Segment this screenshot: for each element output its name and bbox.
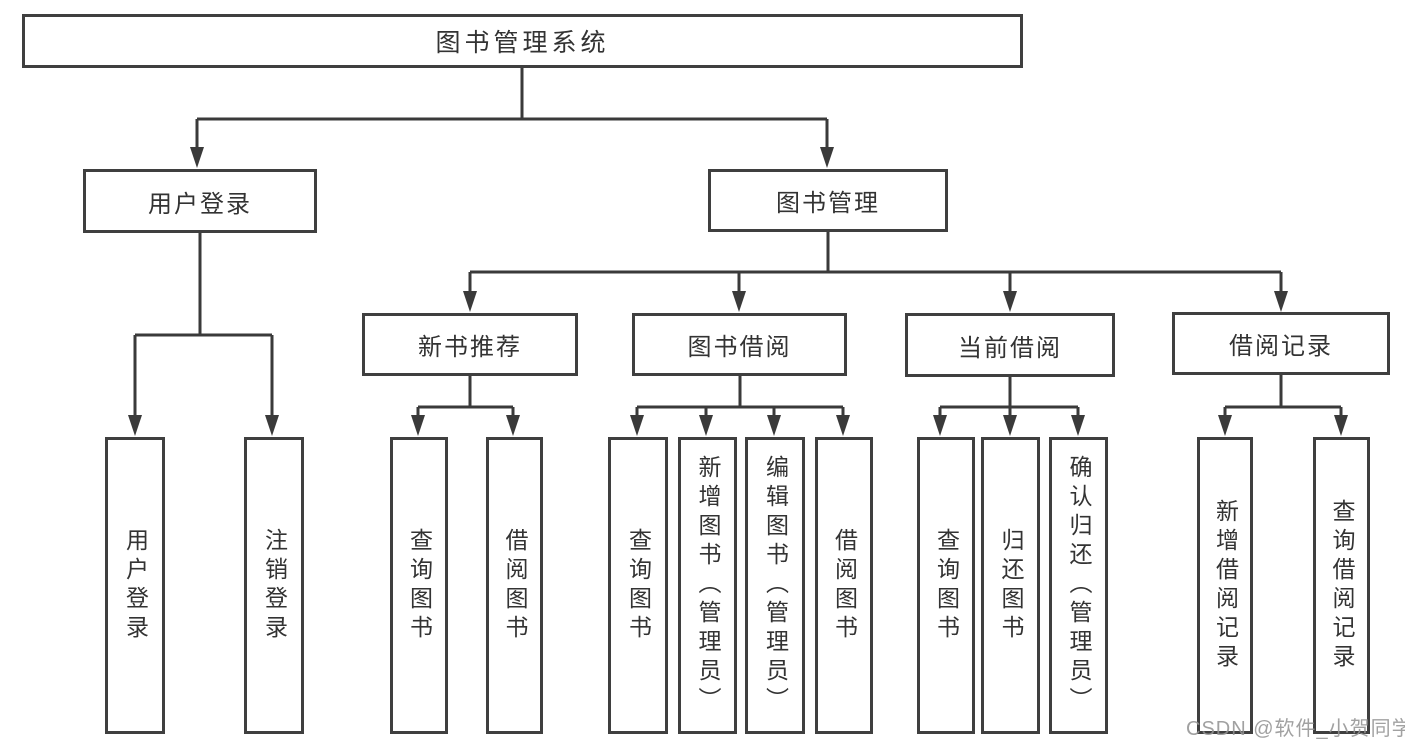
node-label: 确认归还（管理员） [1066,455,1092,716]
node-system-root: 图书管理系统 [22,14,1023,68]
node-current-borrowing: 当前借阅 [905,313,1115,377]
arrow-shafts [133,119,1343,424]
node-label: 新增借阅记录 [1212,498,1239,673]
node-label: 图书管理系统 [435,29,610,57]
node-label: 归还图书 [998,527,1024,644]
node-label: 借阅图书 [831,527,858,644]
node-label: 图书管理 [776,190,880,217]
node-label: 编辑图书（管理员） [762,455,789,716]
leaf-add-books-admin: 新增图书（管理员） [678,437,737,734]
node-label: 查询图书 [406,527,433,644]
leaf-logout-login: 注销登录 [244,437,304,734]
node-label: 借阅图书 [502,527,528,644]
node-borrowing-records: 借阅记录 [1172,312,1390,375]
node-label: 查询借阅记录 [1329,498,1355,673]
node-label: 查询图书 [625,527,652,644]
leaf-add-borrow-record: 新增借阅记录 [1197,437,1253,734]
node-label: 当前借阅 [958,334,1062,362]
leaf-query-books-borrow: 查询图书 [608,437,668,734]
node-label: 注销登录 [261,527,288,644]
leaf-edit-books-admin: 编辑图书（管理员） [745,437,805,734]
leaf-user-login: 用户登录 [105,437,165,734]
leaf-confirm-return-admin: 确认归还（管理员） [1049,437,1108,734]
node-user-login: 用户登录 [83,169,317,233]
node-new-book-recommend: 新书推荐 [362,313,578,376]
node-label: 新增图书（管理员） [695,455,721,716]
csdn-watermark: CSDN @软件_小贺同学 [1186,718,1405,740]
node-label: 新书推荐 [418,334,522,361]
leaf-query-books-recommend: 查询图书 [390,437,448,734]
node-label: 查询图书 [933,527,960,644]
leaf-borrow-books-borrow: 借阅图书 [815,437,873,734]
node-label: 图书借阅 [687,334,792,361]
node-book-borrowing: 图书借阅 [632,313,847,376]
leaf-borrow-books-recommend: 借阅图书 [486,437,543,734]
leaf-return-books: 归还图书 [981,437,1040,734]
node-book-management: 图书管理 [708,169,948,232]
node-label: 用户登录 [122,527,149,644]
node-label: 借阅记录 [1229,333,1333,360]
node-label: 用户登录 [148,190,252,218]
leaf-query-books-current: 查询图书 [917,437,975,734]
leaf-query-borrow-record: 查询借阅记录 [1313,437,1370,734]
